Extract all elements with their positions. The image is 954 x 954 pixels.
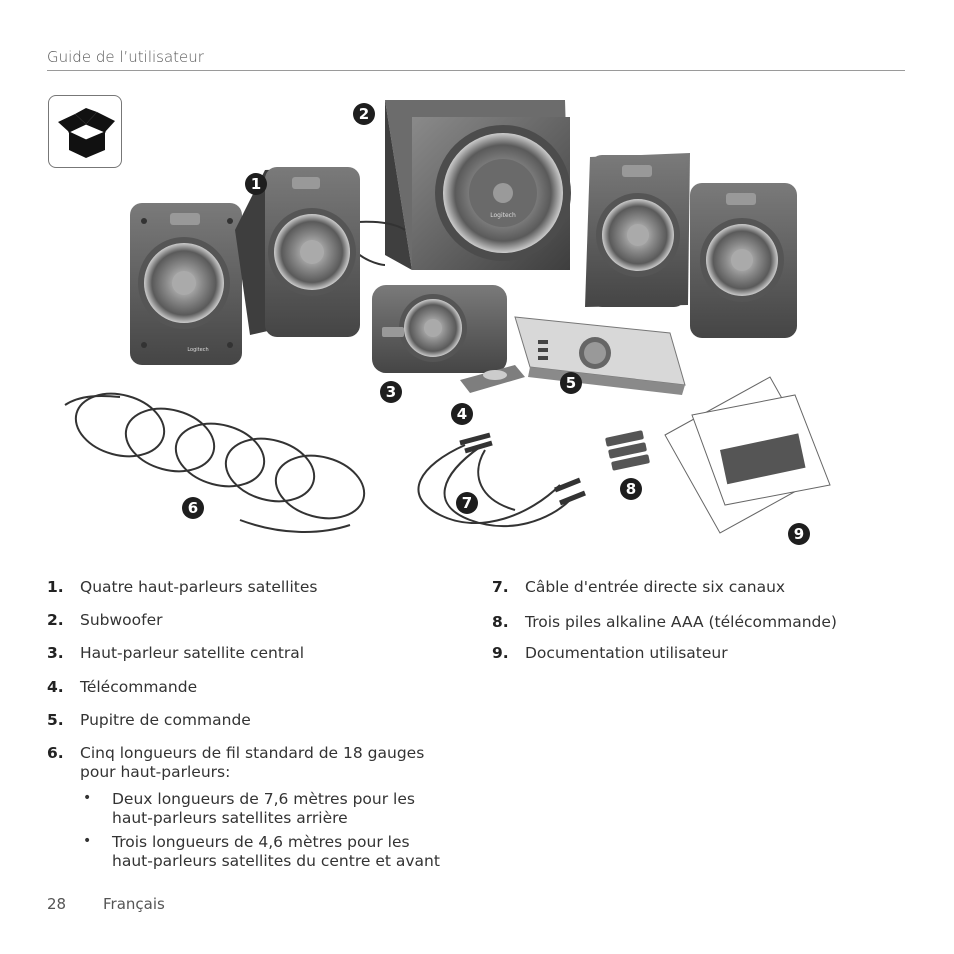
callout-5: 5 bbox=[560, 372, 582, 394]
open-box-icon bbox=[58, 108, 115, 158]
remote-control bbox=[460, 365, 525, 393]
callout-7: 7 bbox=[456, 492, 478, 514]
callout-8: 8 bbox=[620, 478, 642, 500]
callout-1: 1 bbox=[245, 173, 267, 195]
subwoofer: Logitech bbox=[385, 100, 571, 270]
callout-4: 4 bbox=[451, 403, 473, 425]
speaker-wires bbox=[64, 392, 366, 533]
box-contents-icon-frame bbox=[48, 95, 122, 168]
callout-9: 9 bbox=[788, 523, 810, 545]
subwoofer-logo-text: Logitech bbox=[490, 212, 516, 219]
user-documentation bbox=[664, 376, 831, 534]
control-pod bbox=[514, 316, 686, 395]
satellite-left-rear: Logitech bbox=[130, 203, 242, 365]
six-channel-cable bbox=[417, 432, 586, 528]
aaa-batteries bbox=[605, 430, 650, 471]
footer-language: Français bbox=[103, 895, 165, 913]
callout-2: 2 bbox=[353, 103, 375, 125]
page-number: 28 bbox=[47, 895, 67, 913]
product-illustration: Logitech Logitech bbox=[64, 100, 831, 534]
header-rule bbox=[47, 70, 905, 71]
satellite-right-front bbox=[585, 153, 690, 307]
header-title: Guide de l’utilisateur bbox=[47, 48, 204, 66]
center-speaker bbox=[372, 285, 507, 373]
callout-3: 3 bbox=[380, 381, 402, 403]
satellite-right-rear bbox=[690, 183, 797, 338]
satellite-left-front bbox=[235, 167, 360, 337]
svg-text:Logitech: Logitech bbox=[187, 347, 208, 353]
callout-6: 6 bbox=[182, 497, 204, 519]
